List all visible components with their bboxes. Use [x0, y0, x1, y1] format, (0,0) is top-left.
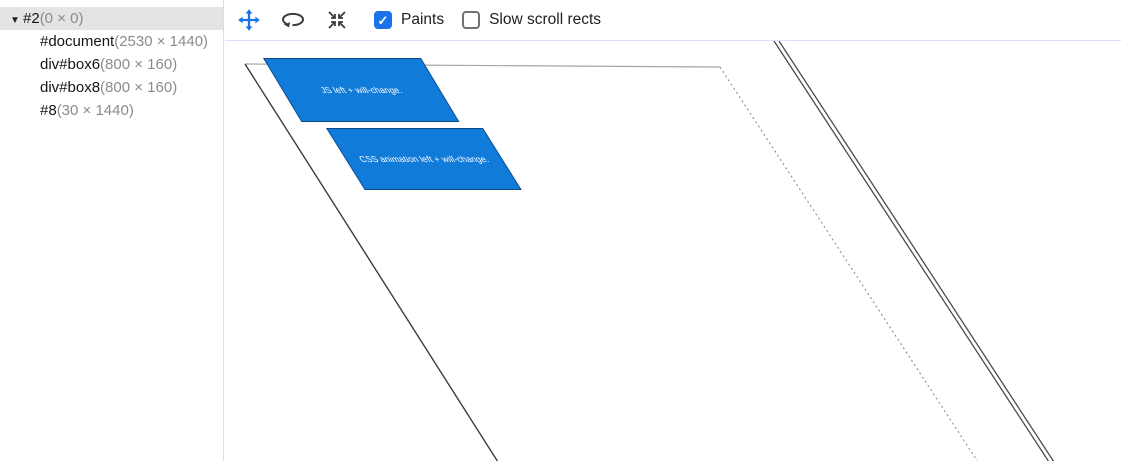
paints-checkbox[interactable]: ✓	[374, 11, 392, 29]
layer-name: #8	[40, 102, 57, 119]
layer-tree-item-2[interactable]: ▼#2(0 × 0)	[0, 7, 223, 30]
layer-dimensions: (800 × 160)	[100, 79, 178, 96]
slow-scroll-rects-label: Slow scroll rects	[489, 11, 602, 28]
layer-tree-sidebar: ▼#2(0 × 0) #document(2530 × 1440) div#bo…	[0, 0, 224, 461]
move-icon	[238, 9, 260, 31]
layer-name: div#box8	[40, 79, 101, 96]
pan-mode-button[interactable]	[236, 7, 262, 33]
layer-name: #document	[40, 33, 115, 50]
layer-box8-label: CSS animation left + will-change.	[356, 154, 492, 164]
document-layer-right-edge	[719, 66, 979, 461]
scrollbar-layer-left-edge	[773, 41, 1050, 461]
slow-scroll-rects-checkbox[interactable]	[462, 11, 481, 29]
slow-scroll-rects-toggle: Slow scroll rects	[462, 11, 601, 29]
expand-arrow-icon[interactable]: ▼	[10, 15, 20, 26]
collapse-arrows-icon	[328, 11, 346, 29]
layer-tree-item-document[interactable]: #document(2530 × 1440)	[0, 30, 223, 53]
layer-tree-item-8[interactable]: #8(30 × 1440)	[0, 99, 223, 122]
layer-dimensions: (800 × 160)	[100, 56, 178, 73]
layers-main-pane: ✓ Paints Slow scroll rects JS left + wil…	[225, 0, 1121, 461]
paints-label: Paints	[401, 11, 445, 28]
rotate-mode-button[interactable]	[280, 7, 306, 33]
reset-view-button[interactable]	[324, 7, 350, 33]
layer-name: #2	[23, 10, 40, 27]
paints-toggle: ✓ Paints	[374, 11, 444, 29]
layers-3d-canvas[interactable]: JS left + will-change. CSS animation lef…	[225, 41, 1121, 461]
scrollbar-layer-right-edge	[778, 41, 1055, 461]
layer-dimensions: (30 × 1440)	[56, 102, 134, 119]
layer-dimensions: (2530 × 1440)	[114, 33, 209, 50]
layer-box6-label: JS left + will-change.	[318, 85, 405, 95]
layer-name: div#box6	[40, 56, 101, 73]
document-layer-left-edge	[244, 63, 499, 461]
layer-tree-item-box6[interactable]: div#box6(800 × 160)	[0, 53, 223, 76]
layer-dimensions: (0 × 0)	[39, 10, 84, 27]
orbit-rotate-icon	[282, 12, 304, 28]
layer-tree-item-box8[interactable]: div#box8(800 × 160)	[0, 76, 223, 99]
layers-toolbar: ✓ Paints Slow scroll rects	[225, 0, 1121, 41]
